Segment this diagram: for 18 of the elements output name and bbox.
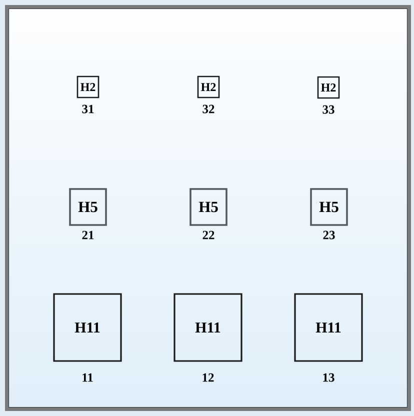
square-box: H2: [317, 76, 340, 99]
square-box: H11: [294, 293, 363, 362]
square-box: H11: [174, 293, 242, 362]
square-box: H2: [76, 76, 100, 98]
number-label: 13: [323, 373, 334, 382]
square-box: H5: [190, 188, 228, 226]
number-label: 21: [82, 230, 94, 240]
number-label: 31: [82, 104, 94, 114]
number-label: 32: [202, 104, 214, 114]
square-box: H2: [197, 76, 220, 98]
square-box: H5: [69, 188, 107, 226]
number-label: 23: [323, 230, 335, 240]
number-label: 22: [202, 230, 214, 240]
square-box: H11: [53, 293, 122, 362]
number-label: 12: [202, 373, 214, 382]
number-label: 33: [322, 105, 334, 114]
number-label: 11: [82, 373, 93, 382]
square-box: H5: [310, 188, 348, 226]
